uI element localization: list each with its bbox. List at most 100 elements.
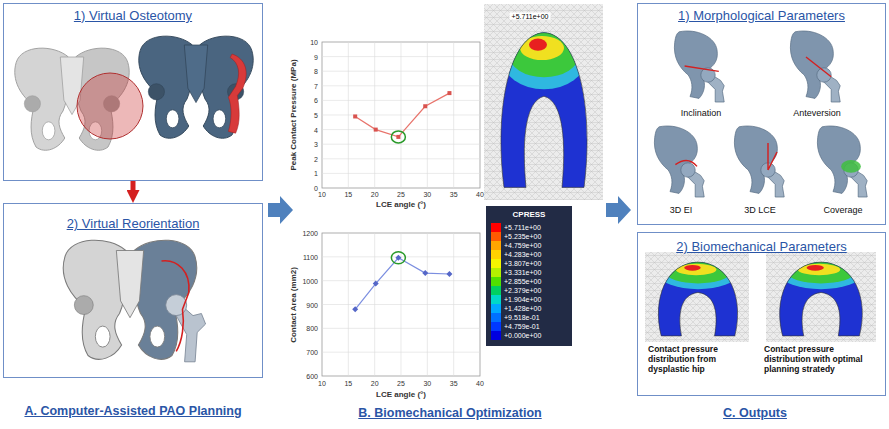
tick-label: 15 xyxy=(344,191,352,198)
grid-line xyxy=(401,233,402,376)
tick-label: 5 xyxy=(314,112,318,119)
legend-item: +1.428e+00 xyxy=(491,304,541,313)
data-point xyxy=(423,104,427,108)
tick-label: 20 xyxy=(371,380,379,387)
measure-line xyxy=(806,57,831,77)
legend-value: +5.235e+00 xyxy=(504,232,541,241)
iliac-wing xyxy=(817,126,860,193)
pressure-field xyxy=(773,258,869,340)
legend-value: +0.000e+00 xyxy=(504,331,541,340)
hip-thumbnail xyxy=(734,126,784,197)
data-point xyxy=(374,128,378,132)
data-point xyxy=(446,271,452,277)
axis-title: LCE angle (°) xyxy=(376,200,426,209)
pressure-field xyxy=(494,24,594,196)
legend-item: +5.235e+00 xyxy=(491,232,541,241)
obturator-foramen xyxy=(150,326,165,347)
tick-label: 10 xyxy=(310,39,318,46)
osteotomy-line xyxy=(162,261,190,352)
tick-label: 25 xyxy=(397,191,405,198)
legend-item: +3.807e+00 xyxy=(491,259,541,268)
data-line xyxy=(355,258,449,309)
legend-swatch xyxy=(491,304,501,313)
tick-label: 15 xyxy=(344,380,352,387)
tick-label: 35 xyxy=(450,191,458,198)
tick-label: 600 xyxy=(306,373,318,380)
plot-frame xyxy=(322,42,480,188)
legend-swatch xyxy=(491,259,501,268)
legend-value: +1.428e+00 xyxy=(504,304,541,313)
contact-outline xyxy=(780,262,863,336)
legend-title: CPRESS xyxy=(513,210,546,219)
color-legend: +5.711e+00+5.235e+00+4.759e+00+4.283e+00… xyxy=(491,223,541,340)
data-point xyxy=(353,114,357,118)
tick-label: 3 xyxy=(314,141,318,148)
section-title: A. Computer-Assisted PAO Planning xyxy=(24,404,241,418)
legend-item: +9.518e-01 xyxy=(491,313,541,322)
tick-label: 10 xyxy=(318,380,326,387)
grid-line xyxy=(348,233,349,376)
axis-title: LCE angle (°) xyxy=(376,390,426,399)
data-point xyxy=(396,135,400,139)
measure-line xyxy=(675,161,697,167)
legend-value: +9.518e-01 xyxy=(504,313,540,322)
legend-item: +5.711e+00 xyxy=(491,223,541,232)
tick-label: 20 xyxy=(371,191,379,198)
box-heading: 1) Virtual Osteotomy xyxy=(74,8,192,23)
grid-line xyxy=(453,42,454,188)
contact-pressure-map xyxy=(773,258,869,340)
box-heading: 1) Morphological Parameters xyxy=(678,8,845,23)
acetabulum xyxy=(24,96,40,112)
osteotomy-sphere xyxy=(77,73,143,139)
legend-swatch xyxy=(491,286,501,295)
pressure-peak xyxy=(684,265,701,271)
image-caption: 3D LCE xyxy=(744,205,776,215)
legend-value: +4.759e+00 xyxy=(504,241,541,250)
data-line xyxy=(355,93,449,137)
grid-line xyxy=(348,42,349,188)
box-heading: 2) Virtual Reorientation xyxy=(67,216,200,231)
data-point xyxy=(373,281,379,287)
tick-label: 8 xyxy=(314,68,318,75)
legend-item: +3.331e+00 xyxy=(491,268,541,277)
optimum-marker xyxy=(391,252,405,264)
legend-swatch xyxy=(491,277,501,286)
legend-swatch xyxy=(491,232,501,241)
plot-frame xyxy=(322,233,480,376)
legend-value: +5.711e+00 xyxy=(504,223,541,232)
hip-thumbnail xyxy=(674,31,724,102)
tick-label: 1000 xyxy=(302,277,318,284)
legend-swatch xyxy=(491,268,501,277)
data-point xyxy=(395,255,401,261)
image-caption: Contact pressure distribution with optim… xyxy=(764,344,880,375)
legend-swatch xyxy=(491,250,501,259)
legend-swatch xyxy=(491,331,501,340)
sacrum xyxy=(184,45,207,103)
tick-label: 1100 xyxy=(303,253,318,260)
contact-pressure-map xyxy=(652,258,744,340)
axis-title: Contact Area (mm2) xyxy=(289,267,298,343)
pressure-band xyxy=(666,262,730,283)
pressure-band xyxy=(676,264,716,275)
tick-label: 7 xyxy=(314,82,318,89)
legend-value: +2.855e+00 xyxy=(504,277,541,286)
legend-swatch xyxy=(491,295,501,304)
legend-item: +0.000e+00 xyxy=(491,331,541,340)
legend-value: +4.759e-01 xyxy=(504,322,540,331)
flow-arrow xyxy=(268,196,293,224)
flow-arrow xyxy=(606,196,631,224)
contact-pressure-map xyxy=(494,24,594,196)
iliac-wing xyxy=(654,126,697,193)
legend-swatch xyxy=(491,322,501,331)
legend-swatch xyxy=(491,223,501,232)
line-chart xyxy=(322,42,480,188)
optimum-marker xyxy=(391,131,405,143)
tick-label: 30 xyxy=(423,380,431,387)
axis-title: Peak Contact Pressure (MPa) xyxy=(289,59,298,170)
osteotomy-fragment xyxy=(228,54,246,133)
line-chart xyxy=(322,233,480,376)
image-caption: Anteversion xyxy=(793,108,841,118)
tick-label: 9 xyxy=(314,53,318,60)
legend-item: +2.855e+00 xyxy=(491,277,541,286)
